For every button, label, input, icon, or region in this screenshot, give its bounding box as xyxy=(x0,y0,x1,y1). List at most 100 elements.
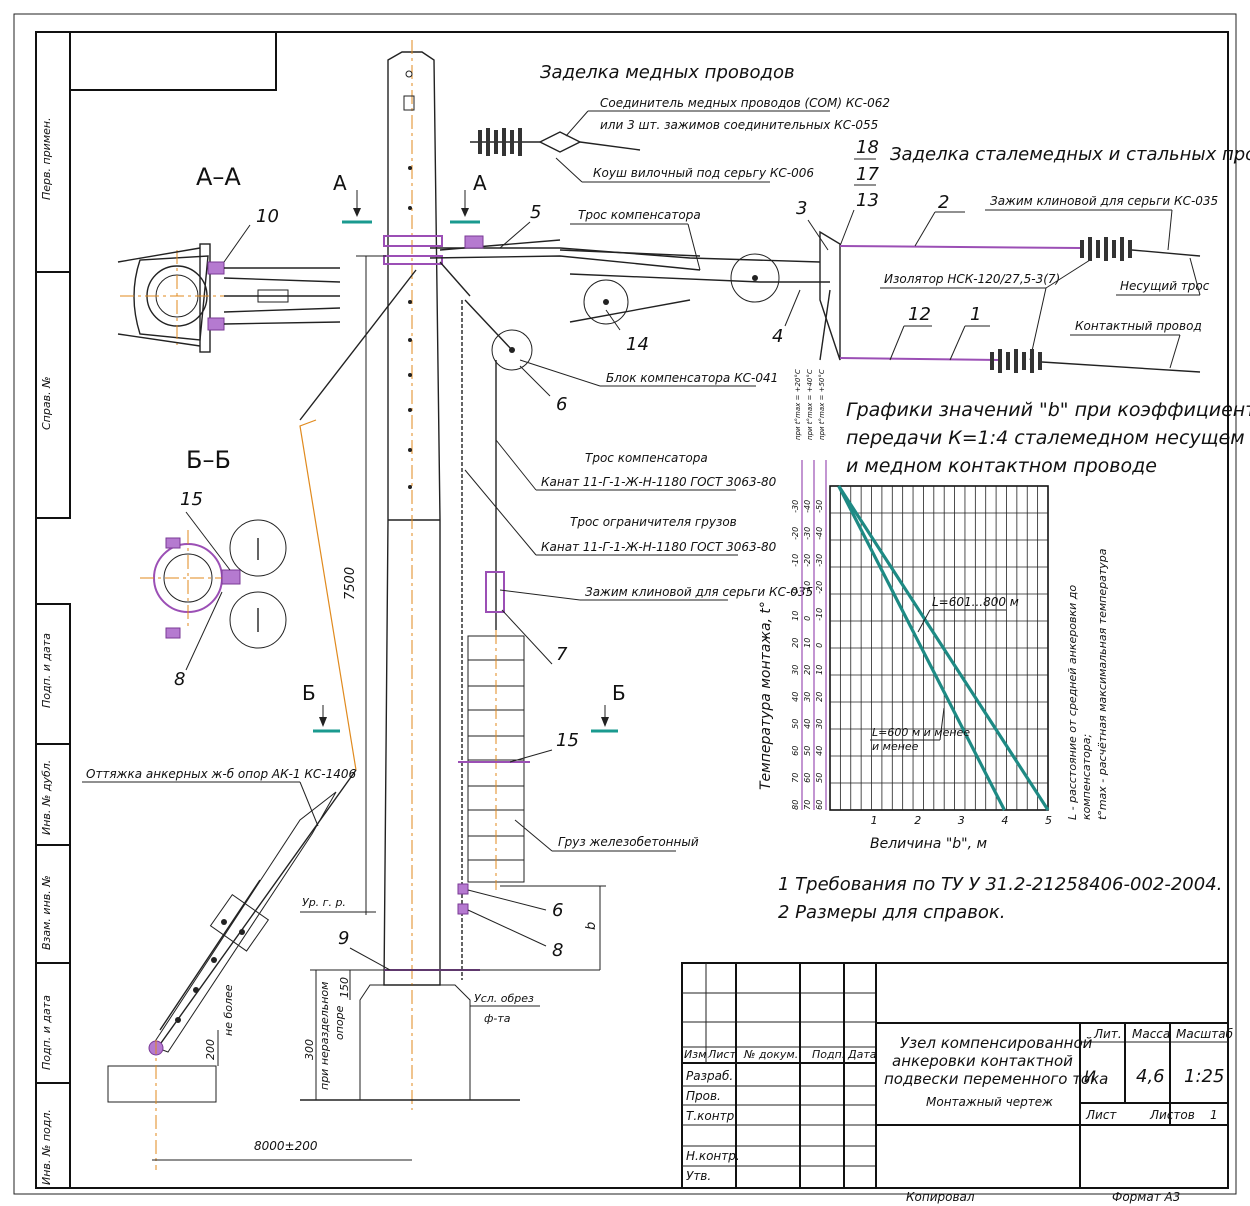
callout: 7 xyxy=(556,644,568,665)
chart-temp-label: 10 xyxy=(791,611,800,621)
side-label: Перв. примен. xyxy=(40,117,53,200)
copper-termination: Заделка медных проводов Соединитель медн… xyxy=(470,62,890,183)
cut-label-a: А xyxy=(473,171,487,195)
chart-temp-label: 20 xyxy=(791,638,800,648)
label-connector: Соединитель медных проводов (СОМ) КС-062 xyxy=(600,96,890,110)
tb-scale: 1:25 xyxy=(1184,1066,1224,1087)
tb-copied: Копировал xyxy=(906,1190,975,1204)
chart-temp-label: 40 xyxy=(803,719,812,729)
label-thimble: Коуш вилочный под серьгу КС-006 xyxy=(593,166,814,180)
chart-temp-label: -20 xyxy=(791,527,800,540)
chart-col-header: при t°max = +40°C xyxy=(806,369,814,440)
callout: 14 xyxy=(626,334,649,355)
top-left-box xyxy=(69,31,277,91)
chart-x-tick: 4 xyxy=(1001,814,1008,827)
label-limiter-rope-spec: Канат 11-Г-1-Ж-Н-1180 ГОСТ 3063-80 xyxy=(541,540,777,554)
tb-row: Разраб. xyxy=(686,1069,733,1083)
callout: 15 xyxy=(556,730,579,751)
chart-temp-label: -40 xyxy=(803,500,812,513)
chart-title-line: передачи К=1:4 сталемедном несущем тросе… xyxy=(846,427,1250,449)
chart-series-line xyxy=(837,485,1006,811)
chart-temp-label: 30 xyxy=(815,719,824,729)
dim-300: 300 xyxy=(303,1039,316,1060)
label-comp-rope-spec: Канат 11-Г-1-Ж-Н-1180 ГОСТ 3063-80 xyxy=(541,475,777,489)
chart-series-label: L=600 м и менее xyxy=(872,726,970,739)
cut-label-b: Б xyxy=(302,681,316,705)
chart-label-leader xyxy=(939,707,945,741)
chart-temp-label: 0 xyxy=(791,589,800,594)
callout: 3 xyxy=(796,198,807,219)
dim-b: b xyxy=(584,922,599,930)
callout: 17 xyxy=(856,164,879,185)
section-aa-title: А–А xyxy=(196,163,241,191)
callout: 5 xyxy=(530,202,541,223)
label-comp-rope-top: Трос компенсатора xyxy=(578,208,701,222)
right-insulator-lower xyxy=(990,349,1201,373)
cut-marks-a: А А xyxy=(333,171,487,224)
chart-col-header: при t°max = +50°C xyxy=(818,369,826,440)
tb-row: Утв. xyxy=(686,1169,711,1183)
tb-lit: И xyxy=(1084,1067,1096,1086)
chart-temp-label: 30 xyxy=(803,692,812,702)
weight-stack: Зажим клиновой для серьги КС-035 Трос ко… xyxy=(338,300,813,980)
tb-sheets-h: Листов xyxy=(1149,1108,1195,1122)
callout: 8 xyxy=(174,669,185,690)
dim-300c: опоре xyxy=(333,1005,346,1040)
chart-temp-label: 0 xyxy=(803,616,812,621)
chart-temp-label: -10 xyxy=(803,581,812,594)
chart-xlabel: Величина "b", м xyxy=(870,836,987,852)
chart-temp-label: 60 xyxy=(815,800,824,810)
label-contact-wire: Контактный провод xyxy=(1075,319,1202,333)
tb-col-data: Дата xyxy=(847,1048,877,1061)
anchor-stay: 200 не более 8000±200 Оттяжка анкерных ж… xyxy=(82,419,412,1170)
compensator-assembly: Трос компенсатора Блок компенсатора КС-0… xyxy=(299,202,830,421)
side-label: Взам. инв. № xyxy=(40,875,53,950)
chart-note-1: L - расстояние от средней анкеровки до xyxy=(1066,585,1079,820)
label-wedge-clamp-top: Зажим клиновой для серьги КС-035 xyxy=(990,194,1218,208)
callout: 8 xyxy=(552,940,563,961)
section-bb-title: Б–Б xyxy=(186,446,231,474)
chart-temp-label: -40 xyxy=(815,527,824,540)
callout: 13 xyxy=(856,190,879,211)
chart-label-leader xyxy=(917,609,931,633)
tb-scale-h: Масштаб xyxy=(1176,1027,1234,1041)
chart-series-line xyxy=(837,485,1050,811)
side-label: Инв. № подл. xyxy=(40,1109,53,1185)
chart-title-line: и медном контактном проводе xyxy=(846,455,1157,477)
label-comp-block: Блок компенсатора КС-041 xyxy=(606,371,778,385)
dim-200: 200 xyxy=(204,1039,217,1060)
side-label: Инв. № дубл. xyxy=(40,760,53,835)
mast xyxy=(300,40,520,1110)
chart-temp-label: 0 xyxy=(815,643,824,648)
tb-col-list: Лист xyxy=(707,1048,736,1061)
tb-title: подвески переменного тока xyxy=(884,1070,1108,1088)
chart-note-1b: компенсатора; xyxy=(1080,734,1093,820)
tb-lit-h: Лит. xyxy=(1093,1027,1122,1041)
chart-title-line: Графики значений "b" при коэффициенте xyxy=(846,399,1250,421)
callout: 6 xyxy=(556,394,567,415)
chart-temp-label: -50 xyxy=(815,500,824,513)
chart-temp-label: 40 xyxy=(791,692,800,702)
section-aa: А–А 10 xyxy=(117,163,341,353)
callout: 1 xyxy=(970,304,981,325)
notes: 1 Требования по ТУ У 31.2-21258406-002-2… xyxy=(778,874,1222,923)
tb-row: Н.контр. xyxy=(686,1149,740,1163)
chart-series-label: и менее xyxy=(872,740,919,753)
tb-col-izm: Изм xyxy=(684,1048,706,1061)
label-anchor-stay: Оттяжка анкерных ж-б опор АК-1 КС-1406 xyxy=(86,767,357,781)
tb-col-podp: Подп. xyxy=(812,1048,845,1061)
label-ground: Ур. г. р. xyxy=(302,896,346,909)
tb-mass: 4,6 xyxy=(1136,1066,1165,1087)
chart-ylabel: Температура монтажа, t° xyxy=(758,601,774,790)
dim-8000: 8000±200 xyxy=(254,1139,318,1153)
note: 2 Размеры для справок. xyxy=(778,902,1005,923)
dim-300b: при нераздельном xyxy=(318,982,331,1090)
callout: 10 xyxy=(256,206,279,227)
chart-temp-label: -30 xyxy=(791,500,800,513)
chart-series xyxy=(837,485,1050,811)
label-limiter-rope: Трос ограничителя грузов xyxy=(570,515,737,529)
callout: 9 xyxy=(338,928,349,949)
cut-label-a: А xyxy=(333,171,347,195)
side-label: Подп. и дата xyxy=(40,633,53,708)
